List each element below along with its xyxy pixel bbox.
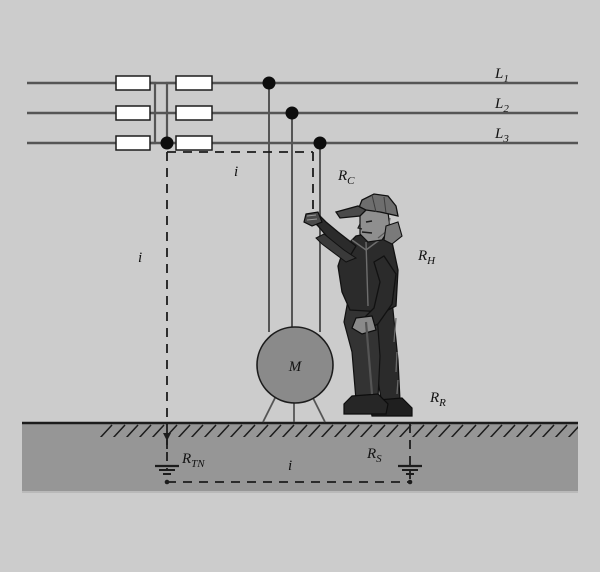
- resistor-box: [115, 135, 151, 151]
- transformer-bus-right: [165, 81, 176, 143]
- label-l2: L2: [494, 96, 509, 115]
- fault-path-corners: [164, 479, 413, 485]
- worker-cap-seams: [371, 194, 387, 214]
- motor-body: M: [256, 326, 334, 404]
- earth-symbol-tn: [155, 464, 179, 475]
- worker-nape: [383, 221, 403, 245]
- resistor-box: [175, 105, 213, 121]
- resistor-box: [115, 105, 151, 121]
- label-l3: L3: [494, 126, 509, 145]
- label-rc: RC: [337, 168, 355, 187]
- soil-entry-arrow: [163, 433, 171, 441]
- node-l1: [262, 76, 276, 90]
- resistance-labels: RC RH RR RTN RS: [181, 168, 446, 470]
- label-i-left: i: [138, 250, 142, 266]
- worker-mouth: [361, 231, 373, 234]
- label-i-top: i: [234, 164, 238, 180]
- current-labels: i i i: [138, 164, 292, 474]
- worker-jacket-zip: [365, 241, 369, 307]
- node-l3: [313, 136, 327, 150]
- resistor-box: [115, 75, 151, 91]
- worker-figure: [303, 193, 413, 417]
- resistor-box: [175, 135, 213, 151]
- transformer-bus-left: [150, 81, 157, 145]
- motor-label: M: [288, 359, 303, 375]
- node-neutral: [160, 136, 174, 150]
- worker-collar: [351, 237, 383, 251]
- worker-cap-crown: [357, 193, 399, 217]
- earth-symbol-s: [398, 464, 422, 475]
- node-l2: [285, 106, 299, 120]
- label-rh: RH: [417, 248, 436, 267]
- resistor-bank-left: [115, 75, 151, 151]
- resistor-box: [175, 75, 213, 91]
- worker-trouser-seams: [393, 317, 399, 395]
- label-l1: L1: [494, 66, 509, 85]
- phase-line-labels: L1 L2 L3: [494, 66, 509, 145]
- worker-fingers: [306, 214, 318, 221]
- label-rs: RS: [366, 446, 382, 465]
- resistor-bank-right: [175, 75, 213, 151]
- worker-eye: [365, 220, 373, 223]
- junction-nodes: [160, 76, 327, 150]
- worker-rod: [364, 321, 374, 395]
- fault-current-path: [166, 151, 411, 483]
- worker-glove: [351, 315, 377, 335]
- label-rr: RR: [429, 390, 446, 409]
- label-i-ground: i: [288, 458, 292, 474]
- worker-nose: [357, 223, 363, 230]
- worker-shoe-near: [343, 393, 389, 415]
- worker-arm-raised-shade: [315, 233, 358, 263]
- worker-cap-brim: [334, 205, 368, 219]
- ground-hatching: [100, 424, 578, 437]
- label-rtn: RTN: [181, 451, 205, 470]
